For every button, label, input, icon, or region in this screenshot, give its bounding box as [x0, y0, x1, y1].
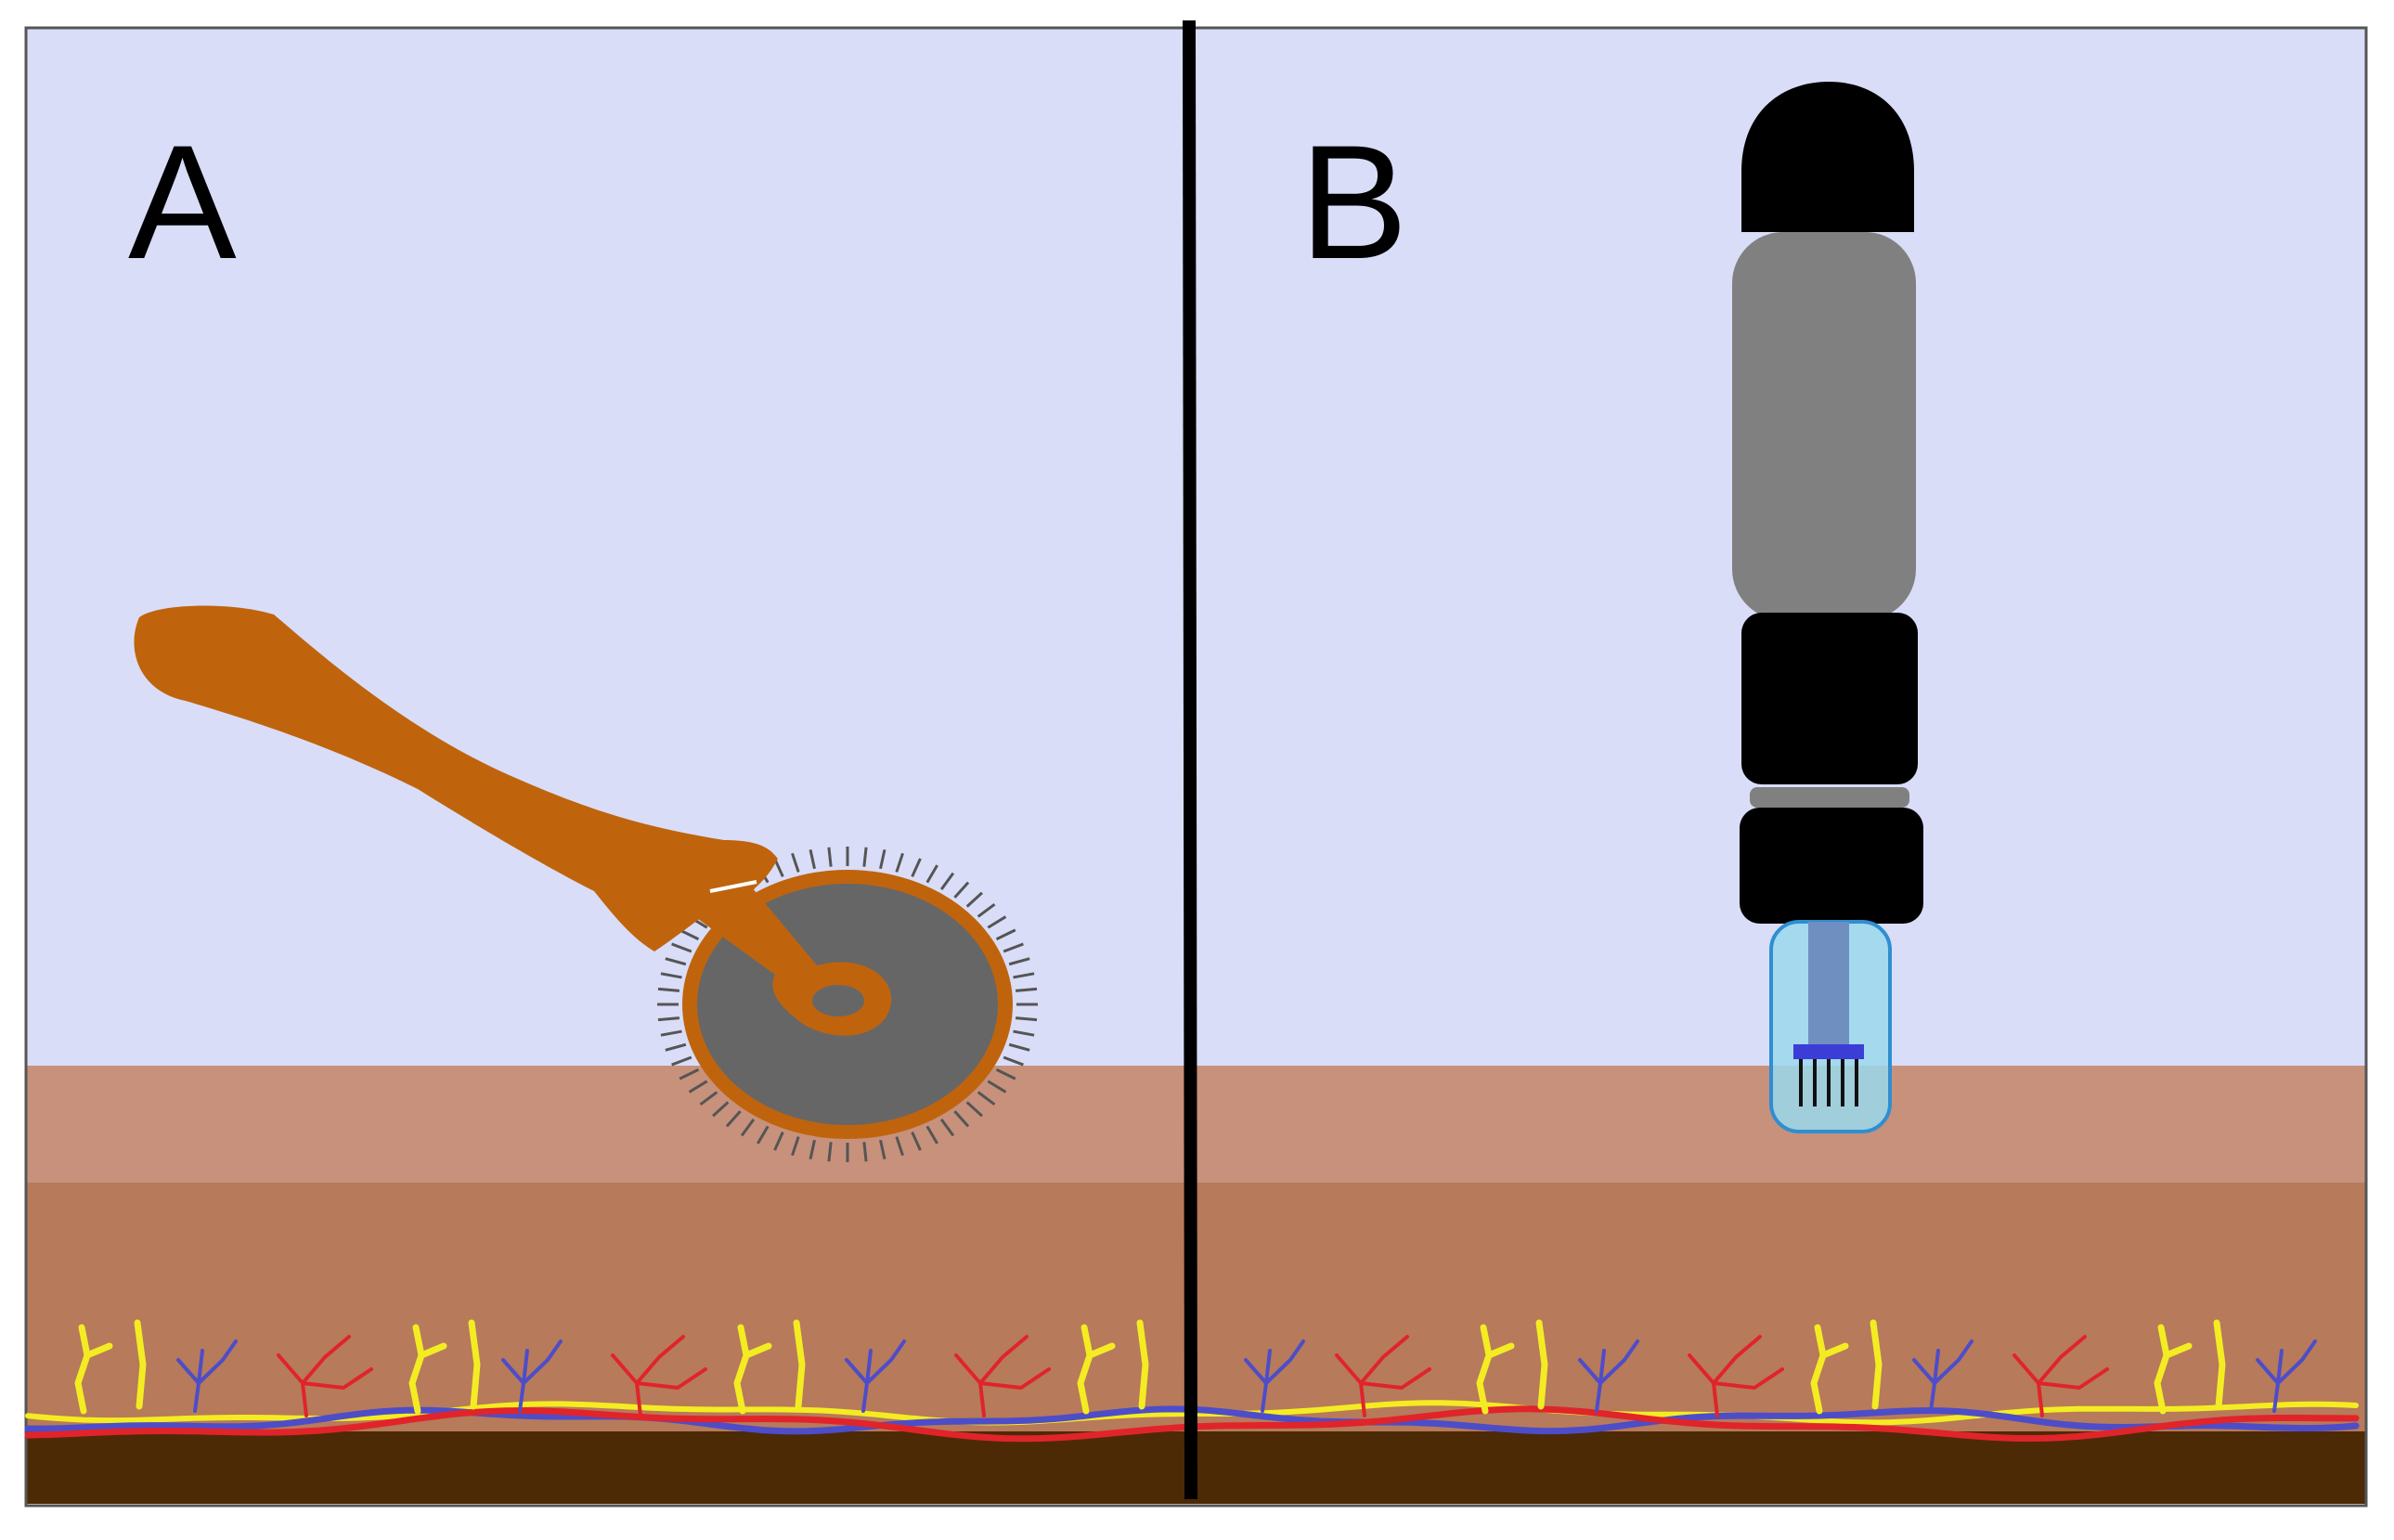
artery-branch	[1688, 1335, 1784, 1417]
roller-needle	[965, 1101, 983, 1118]
roller-needle	[911, 1132, 922, 1151]
roller-needle	[712, 1101, 730, 1118]
roller-needle	[977, 1091, 996, 1106]
roller-needle	[791, 1136, 800, 1157]
nerve-branch	[468, 1319, 481, 1410]
nerve-branch	[2213, 1319, 2226, 1410]
vein-branch	[176, 1339, 238, 1413]
nerve-branch	[74, 1324, 113, 1415]
nerve-branch	[733, 1324, 772, 1415]
nerve-branch	[134, 1319, 147, 1410]
roller-needle	[1013, 972, 1035, 979]
roller-needle	[827, 1142, 833, 1162]
vein-branch	[1578, 1339, 1639, 1413]
roller-handle	[134, 605, 778, 951]
vein-branch	[2256, 1339, 2317, 1413]
roller-needle	[977, 902, 996, 918]
roller-needle	[660, 972, 682, 979]
panel-divider	[1183, 19, 1197, 1500]
roller-needle	[660, 1029, 682, 1037]
roller-needle	[1015, 987, 1038, 992]
pen-top-cap	[1741, 82, 1914, 232]
figure-frame	[24, 26, 2368, 1508]
vein-branch	[1912, 1339, 1973, 1413]
roller-needle	[773, 1132, 784, 1151]
roller-needle	[895, 852, 904, 873]
roller-needle	[1013, 1029, 1035, 1037]
roller-needle	[679, 928, 700, 941]
roller-needle	[1003, 1055, 1024, 1067]
pen-body-upper	[1741, 613, 1918, 784]
nerve-branch	[2154, 1324, 2193, 1415]
roller-needle	[925, 1125, 938, 1145]
roller-needle	[965, 891, 983, 908]
roller-highlight	[709, 880, 757, 893]
roller-needle	[939, 872, 955, 890]
roller-needle	[987, 1080, 1007, 1094]
roller-needle	[791, 852, 800, 873]
vein-branch	[501, 1339, 563, 1413]
roller-needle	[995, 1068, 1016, 1081]
panel-label-a: A	[128, 112, 237, 293]
nerve-branch	[408, 1324, 447, 1415]
roller-needle	[671, 942, 692, 953]
roller-needle	[911, 858, 922, 877]
pen-needle-shaft	[1808, 922, 1849, 1047]
nerve-branch	[1535, 1319, 1548, 1410]
roller-needle	[1008, 1042, 1030, 1052]
roller-needle	[827, 847, 833, 867]
roller-needle	[725, 1110, 742, 1128]
roller-needle	[665, 1042, 687, 1052]
artery-branch	[277, 1335, 373, 1417]
vein-branch	[845, 1339, 906, 1413]
roller-needle	[740, 1119, 756, 1137]
nerve-branch	[1077, 1324, 1116, 1415]
pen-needles	[1799, 1059, 1858, 1106]
roller-needle	[862, 847, 868, 867]
roller-needle	[657, 987, 680, 992]
roller-needle	[671, 1055, 692, 1067]
artery-branch	[1335, 1335, 1431, 1417]
artery-branch	[954, 1335, 1051, 1417]
roller-needle	[987, 915, 1007, 929]
vein-branch	[1244, 1339, 1305, 1413]
pen-ring	[1750, 787, 1909, 808]
roller-needle	[1003, 942, 1024, 953]
artery-branch	[2012, 1335, 2109, 1417]
nerve-branch	[1136, 1319, 1149, 1410]
roller-needle	[953, 881, 970, 899]
roller-needle	[925, 864, 938, 884]
roller-needle	[699, 1091, 718, 1106]
roller-needle	[665, 957, 687, 966]
nerve-branch	[1870, 1319, 1883, 1410]
roller-axle	[812, 985, 864, 1016]
roller-needle	[1008, 957, 1030, 966]
roller-needle	[679, 1068, 700, 1081]
roller-needle	[757, 1125, 770, 1145]
nerve-branch	[793, 1319, 806, 1410]
derma-pen	[1732, 82, 1923, 1133]
roller-needle	[862, 1142, 868, 1162]
pen-grip	[1732, 232, 1916, 620]
roller-needle	[939, 1119, 955, 1137]
roller-needle	[657, 1016, 680, 1022]
dermaroller	[134, 605, 1038, 1162]
roller-needle	[995, 928, 1016, 941]
roller-needle	[809, 1139, 816, 1160]
roller-needle	[1015, 1016, 1038, 1022]
roller-needle	[895, 1136, 904, 1157]
roller-needle	[809, 848, 816, 870]
nerve-branch	[1476, 1324, 1515, 1415]
artery-branch	[611, 1335, 707, 1417]
roller-needle	[688, 1080, 708, 1094]
pen-needle-head	[1793, 1044, 1864, 1059]
roller-needle	[879, 848, 886, 870]
roller-needle	[879, 1139, 886, 1160]
roller-needle	[953, 1110, 970, 1128]
nerve-branch	[1810, 1324, 1849, 1415]
pen-body-lower	[1740, 808, 1923, 924]
panel-label-b: B	[1300, 112, 1408, 293]
